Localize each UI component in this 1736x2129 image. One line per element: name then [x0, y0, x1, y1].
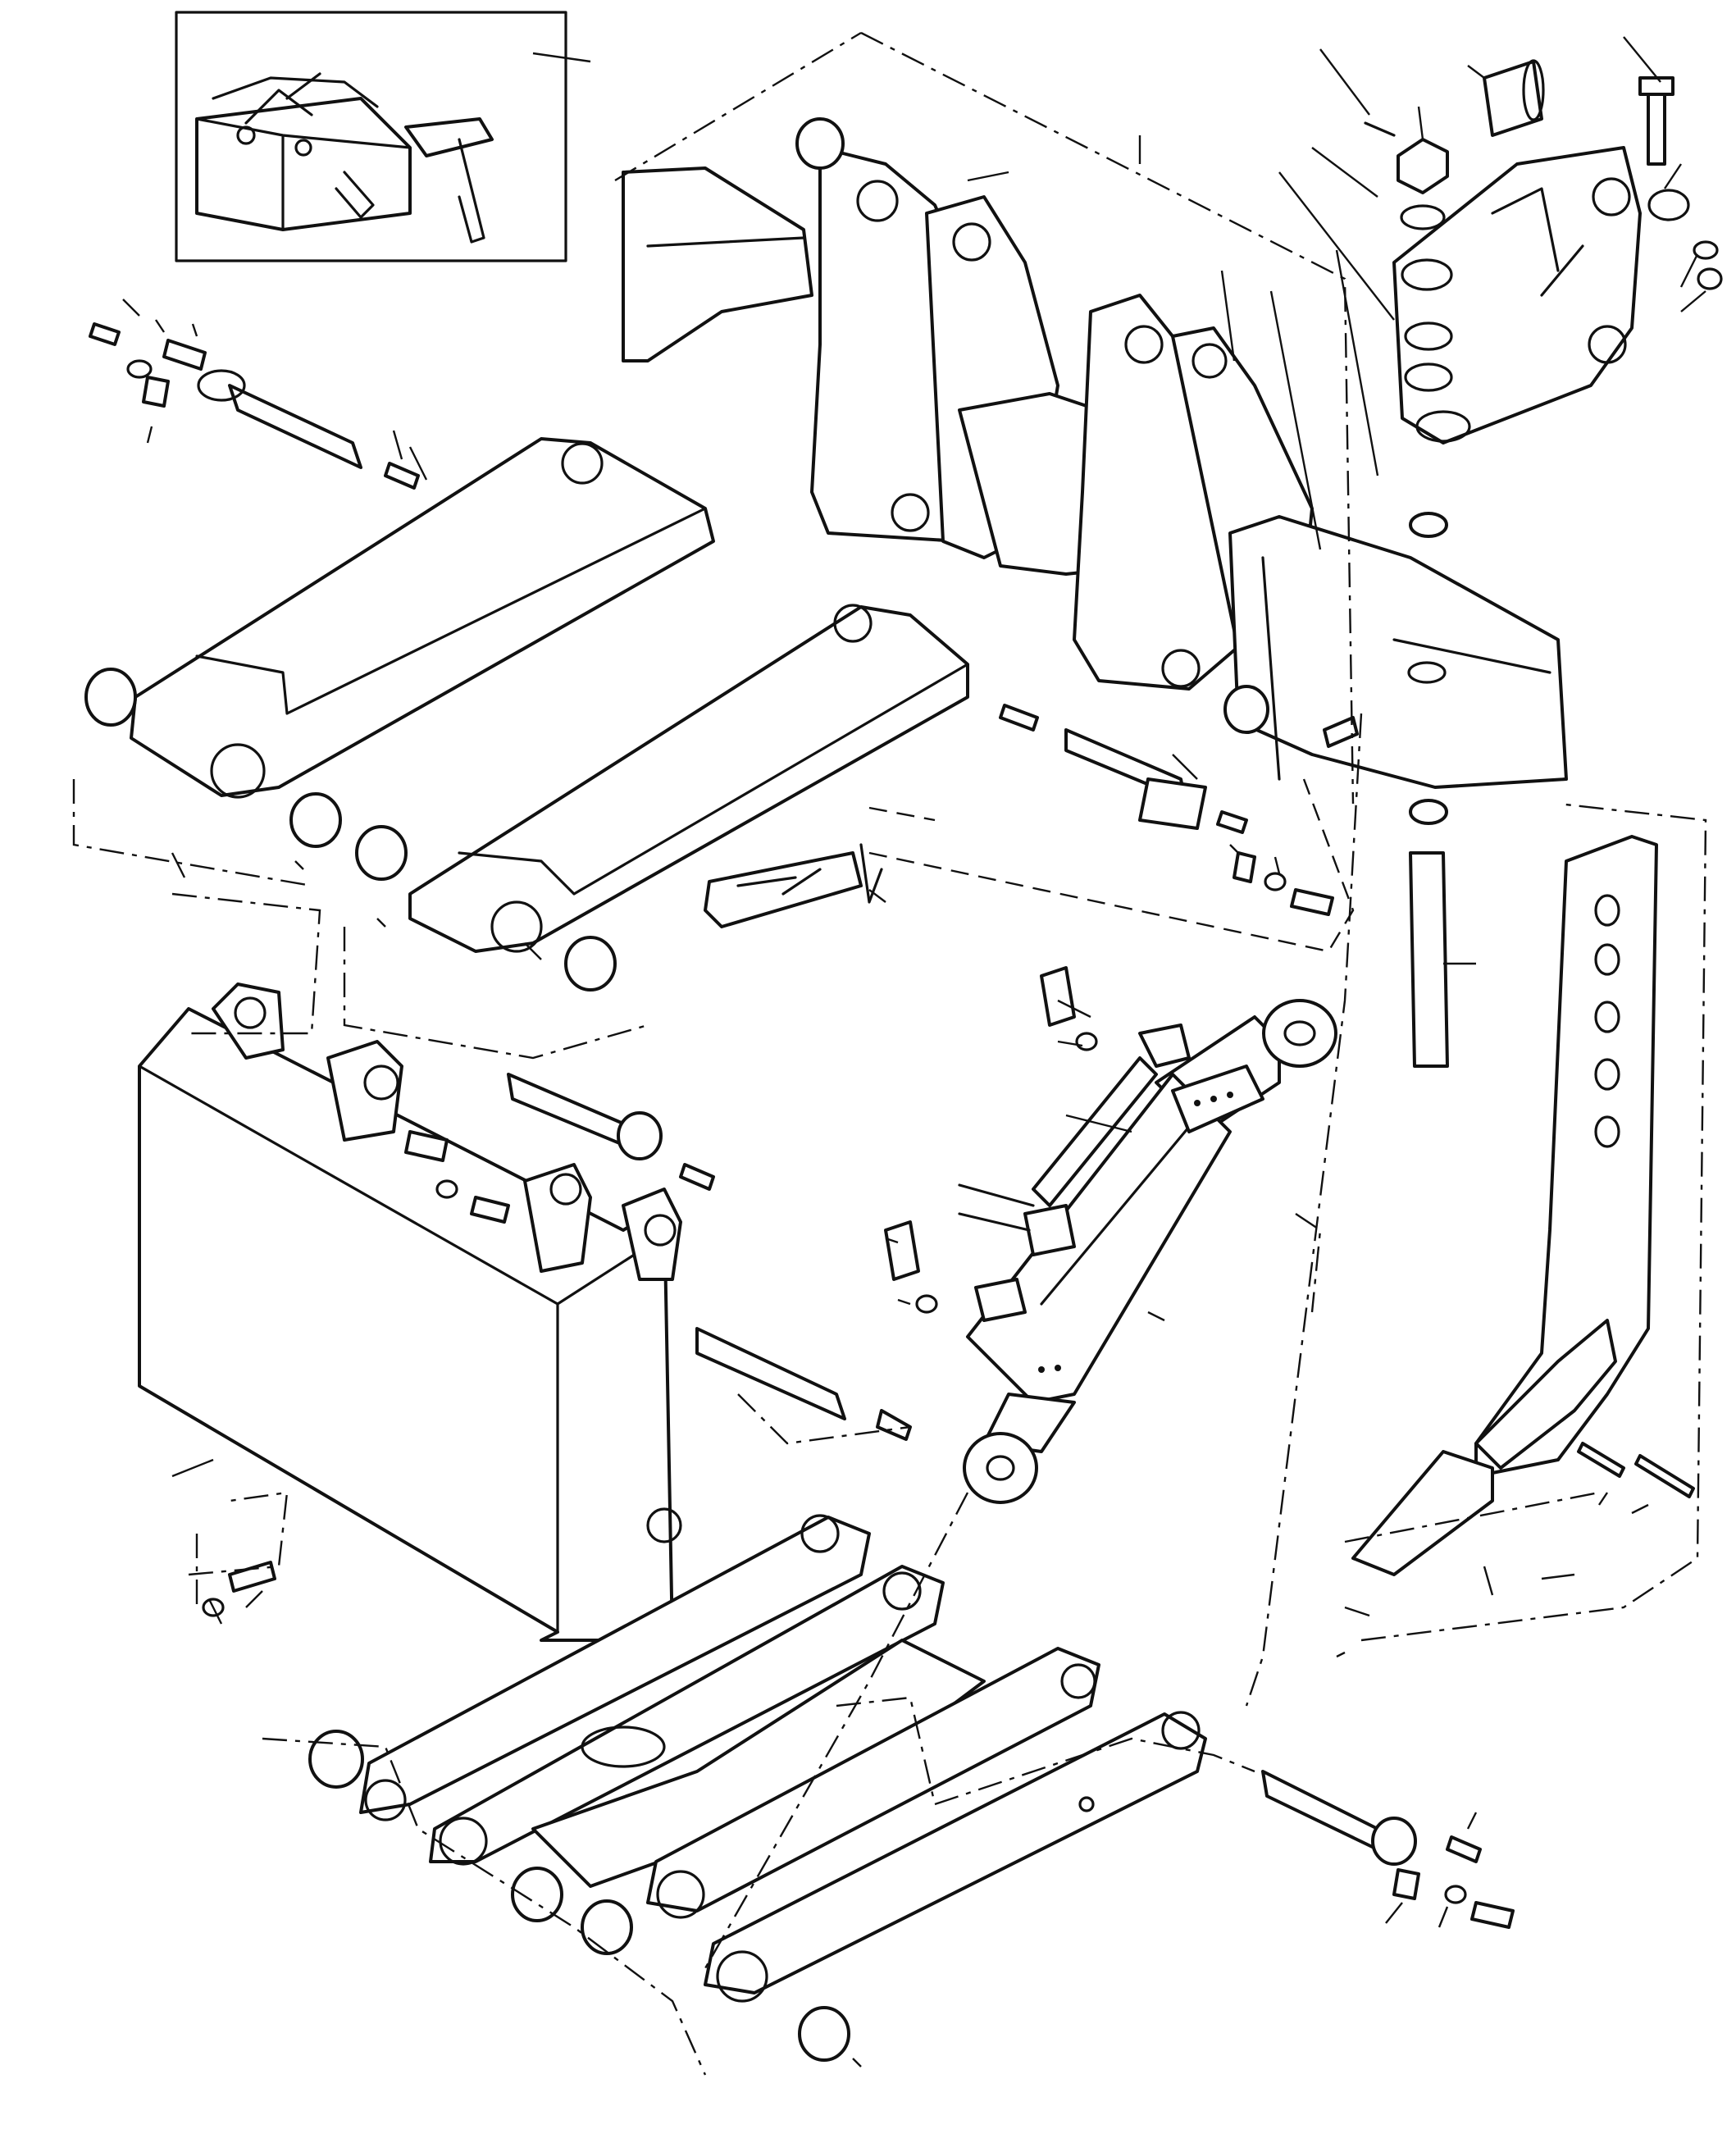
control-linkage [884, 966, 1191, 1322]
leader-lines [122, 36, 1706, 2067]
frame-pins [202, 1073, 912, 1617]
lower-link-arms [359, 1514, 1207, 2003]
inset-assembled-view [175, 11, 567, 262]
ripper-frame-block [138, 982, 682, 1642]
upper-link-arms [84, 117, 1269, 992]
mounting-bracket [622, 146, 1568, 789]
mid-pin-assembly [704, 704, 1359, 928]
assembly-lines [72, 31, 1707, 2076]
lower-bushings [308, 1730, 1515, 2062]
upper-pin-assembly [89, 322, 420, 490]
hydraulic-cylinder [963, 999, 1337, 1504]
top-pivot-bracket [1364, 59, 1723, 1068]
ripper-shank [1351, 835, 1695, 1576]
